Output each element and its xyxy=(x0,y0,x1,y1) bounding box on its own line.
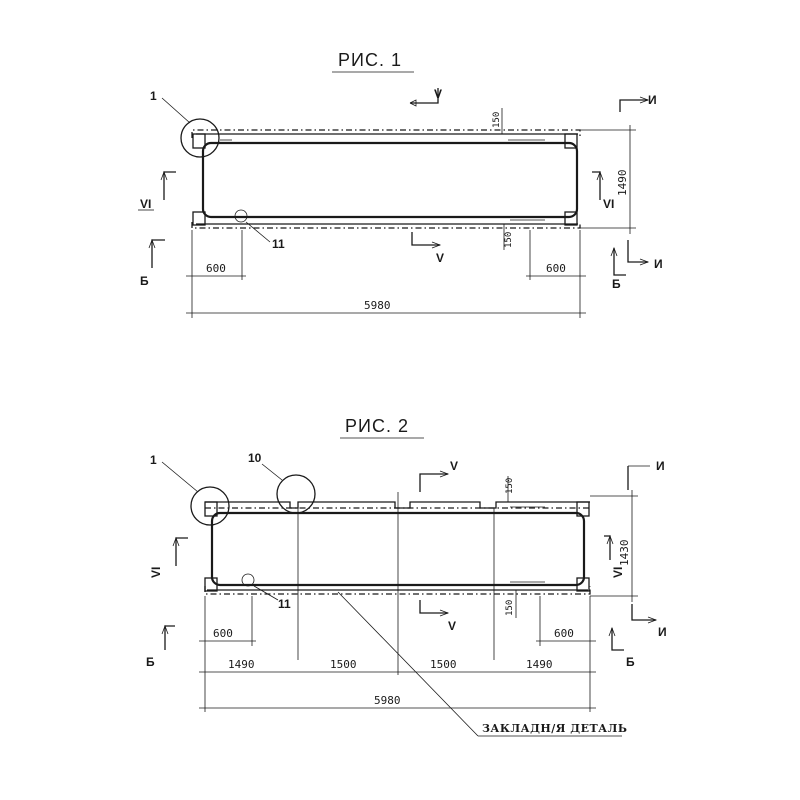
fig1-section-vi-left-label: VI xyxy=(140,197,151,211)
fig2-section-b-left-label: Б xyxy=(146,655,155,669)
fig2-dim-seg1: 1490 xyxy=(228,658,255,671)
fig2-detail-1-leader xyxy=(161,461,199,493)
fig1-section-v-bottom-arrow xyxy=(431,241,442,249)
fig1-section-b-left-arrow xyxy=(148,238,156,249)
fig2-section-v-top-label: V xyxy=(450,459,458,473)
fig2-dim-overall: 5980 xyxy=(374,694,401,707)
fig1-section-b-right-label: Б xyxy=(612,277,621,291)
fig2-section-v-bottom-mark xyxy=(419,600,448,614)
fig2-dim-height: 1430 xyxy=(618,540,631,567)
fig1-section-v-bottom-label: V xyxy=(436,251,444,265)
fig2-section-vi-right-mark xyxy=(604,535,611,560)
fig2-section-b-right-mark xyxy=(611,628,624,651)
fig2-section-vi-left-arrow xyxy=(172,536,180,547)
fig1-corner-br xyxy=(564,211,578,226)
fig1-top-edge xyxy=(191,129,581,138)
fig1-section-vi-left-arrow xyxy=(160,170,168,181)
figure-1-title: РИС. 1 xyxy=(338,50,402,70)
fig1-section-i-bottom-label: И xyxy=(654,257,663,271)
fig1-dim-bottom-offset: 150 xyxy=(504,232,514,248)
fig1-section-i-top-mark xyxy=(619,99,648,112)
fig1-section-i-top-arrow xyxy=(639,96,650,104)
fig1-section-b-right-arrow xyxy=(610,246,618,257)
fig2-detail-10-leader xyxy=(261,463,283,481)
fig1-section-i-bottom-arrow xyxy=(639,258,650,266)
fig1-bottom-edge xyxy=(191,222,581,229)
fig1-dim-left-600: 600 xyxy=(206,262,226,275)
fig2-section-v-bottom-label: V xyxy=(448,619,456,633)
fig1-corner-tr xyxy=(564,133,578,149)
fig2-note-embedded-part: ЗАКЛАДН/Я ДЕТАЛЬ xyxy=(482,722,627,735)
fig2-dim-left-600: 600 xyxy=(213,627,233,640)
fig1-detail-1-leader xyxy=(161,97,191,124)
figure-2-title: РИС. 2 xyxy=(345,416,409,436)
fig2-section-b-right-label: Б xyxy=(626,655,635,669)
fig2-section-b-left-arrow xyxy=(161,624,169,635)
fig1-section-v-bottom-mark xyxy=(411,232,440,246)
fig2-section-vi-left-label: VI xyxy=(149,567,163,578)
fig1-detail-1-circle xyxy=(180,118,220,158)
fig1-section-b-left-label: Б xyxy=(140,274,149,288)
fig1-dim-height: 1490 xyxy=(616,170,629,197)
fig2-dim-top-offset: 150 xyxy=(505,478,515,494)
fig2-detail-1-label: 1 xyxy=(150,453,157,467)
fig2-dim-seg2: 1500 xyxy=(330,658,357,671)
fig1-section-vi-right-arrow xyxy=(596,170,604,181)
fig1-dim-right-600: 600 xyxy=(546,262,566,275)
fig1-section-v-top-label: V xyxy=(434,87,442,101)
fig1-inner-frame xyxy=(201,141,579,219)
fig2-note-leader xyxy=(337,591,479,737)
fig1-detail-11-leader xyxy=(245,221,271,243)
fig2-section-i-bottom-mark xyxy=(631,604,656,621)
fig2-section-b-right-arrow xyxy=(608,626,616,637)
fig2-section-vi-right-label: VI xyxy=(611,567,625,578)
fig1-detail-11-label: 11 xyxy=(272,237,285,251)
fig2-section-v-top-arrow xyxy=(439,470,450,478)
fig2-section-v-top-mark xyxy=(419,473,448,492)
fig1-dim-top-offset: 150 xyxy=(492,112,502,128)
fig2-corner-tr xyxy=(576,501,590,517)
fig2-section-vi-right-arrow xyxy=(606,534,614,545)
fig1-detail-1-label: 1 xyxy=(150,89,157,103)
fig2-section-i-bottom-label: И xyxy=(658,625,667,639)
fig2-section-i-top-label: И xyxy=(656,459,665,473)
fig2-corner-br xyxy=(576,577,590,592)
fig1-section-i-top-label: И xyxy=(648,93,657,107)
fig2-detail-10-circle xyxy=(276,474,316,514)
fig2-dim-seg3: 1500 xyxy=(430,658,457,671)
fig2-detail-1-circle xyxy=(190,486,230,526)
fig1-section-b-right-mark xyxy=(613,248,626,276)
fig2-corner-tl xyxy=(204,501,218,517)
fig2-dim-right-600: 600 xyxy=(554,627,574,640)
fig2-dim-bottom-offset: 150 xyxy=(505,600,515,616)
fig1-corner-bl xyxy=(192,211,206,226)
fig2-detail-11-label: 11 xyxy=(278,597,291,611)
fig1-section-v-top-arrow xyxy=(409,99,417,107)
fig2-detail-11-leader xyxy=(253,585,279,601)
fig1-corner-tl xyxy=(192,133,206,149)
fig2-dim-seg4: 1490 xyxy=(526,658,553,671)
figure-1: РИС. 1 1 11 V V 150 xyxy=(138,50,663,318)
fig2-detail-10-label: 10 xyxy=(248,451,262,465)
fig2-corner-bl xyxy=(204,577,218,592)
fig1-section-vi-right-label: VI xyxy=(603,197,614,211)
fig1-dim-overall: 5980 xyxy=(364,299,391,312)
fig2-section-i-bottom-arrow xyxy=(647,616,658,624)
fig1-section-i-bottom-mark xyxy=(627,240,648,263)
figure-2: РИС. 2 1 10 11 V xyxy=(146,416,667,737)
fig2-detail-11-circle xyxy=(241,573,255,587)
fig1-section-v-top-mark xyxy=(410,88,439,104)
fig2-section-v-bottom-arrow xyxy=(439,609,450,617)
fig1-detail-11-circle xyxy=(234,209,248,223)
